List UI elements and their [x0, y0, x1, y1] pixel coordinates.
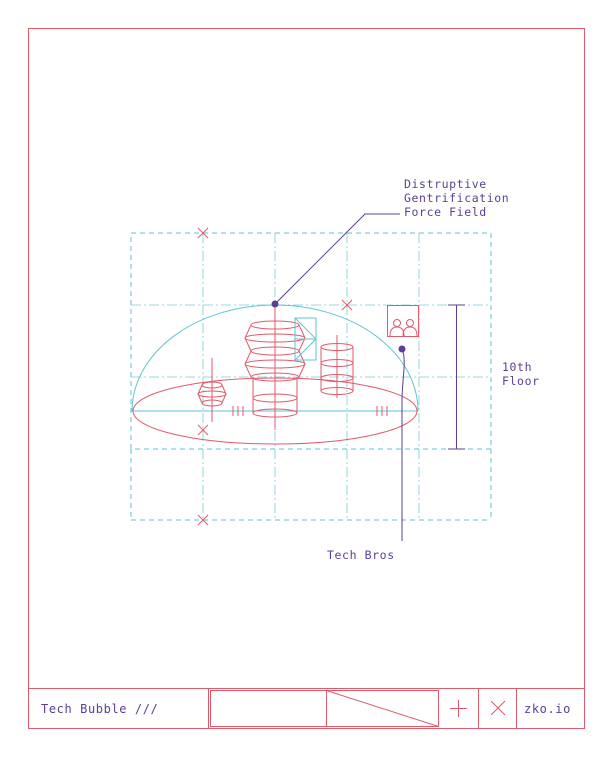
tech-bros-leader [398, 345, 406, 541]
construction-grid [130, 232, 492, 521]
close-icon[interactable] [490, 700, 506, 716]
force-field-label: Distruptive Gentrification Force Field [404, 177, 517, 219]
x-marker [197, 227, 209, 239]
people-icon [387, 305, 419, 337]
floor-height-dimension [448, 304, 465, 450]
footer-blank-cell [210, 690, 439, 727]
footer-diagonal [326, 690, 439, 727]
tech-bros-label: Tech Bros [327, 548, 395, 562]
x-marker [197, 514, 209, 526]
cylinder-building [320, 335, 354, 398]
x-marker [197, 424, 209, 436]
floor-label: 10th Floor [502, 360, 540, 388]
brand-label[interactable]: zko.io [524, 702, 571, 716]
plus-icon[interactable] [450, 700, 467, 717]
x-marker [341, 299, 353, 311]
floor-tick-marks [232, 406, 388, 416]
small-tower [197, 358, 227, 422]
force-field-leader [271, 213, 400, 308]
footer-title: Tech Bubble /// [41, 702, 158, 716]
glass-panel [294, 317, 317, 361]
central-tower [244, 305, 306, 430]
outer-frame [28, 28, 585, 729]
